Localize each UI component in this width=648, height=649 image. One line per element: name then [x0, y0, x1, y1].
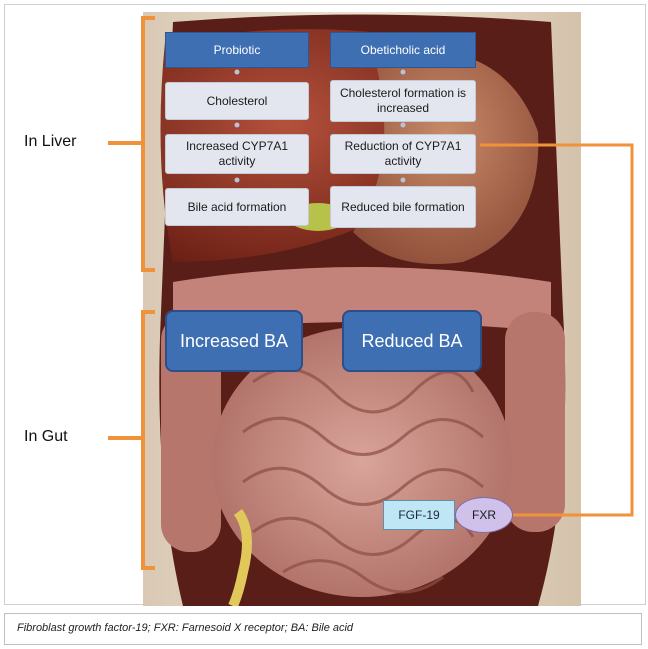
- obeticholic-acid-box: Obeticholic acid: [330, 32, 476, 68]
- probiotic-box: Probiotic: [165, 32, 309, 68]
- bile-acid-formation-box: Bile acid formation: [165, 188, 309, 226]
- increased-cyp7a1-box: Increased CYP7A1 activity: [165, 134, 309, 174]
- reduced-bile-formation-box: Reduced bile formation: [330, 186, 476, 228]
- reduced-ba-box: Reduced BA: [342, 310, 482, 372]
- in-gut-label: In Gut: [24, 428, 68, 446]
- figure-caption: Fibroblast growth factor-19; FXR: Farnes…: [4, 613, 642, 645]
- in-liver-label: In Liver: [24, 133, 76, 151]
- fgf19-box: FGF-19: [383, 500, 455, 530]
- reduction-cyp7a1-box: Reduction of CYP7A1 activity: [330, 134, 476, 174]
- cholesterol-formation-increased-box: Cholesterol formation is increased: [330, 80, 476, 122]
- cholesterol-box: Cholesterol: [165, 82, 309, 120]
- liver-bracket: [143, 18, 155, 270]
- feedback-connector: [480, 145, 632, 515]
- fxr-ellipse: FXR: [455, 497, 513, 533]
- gut-bracket: [143, 312, 155, 568]
- increased-ba-box: Increased BA: [165, 310, 303, 372]
